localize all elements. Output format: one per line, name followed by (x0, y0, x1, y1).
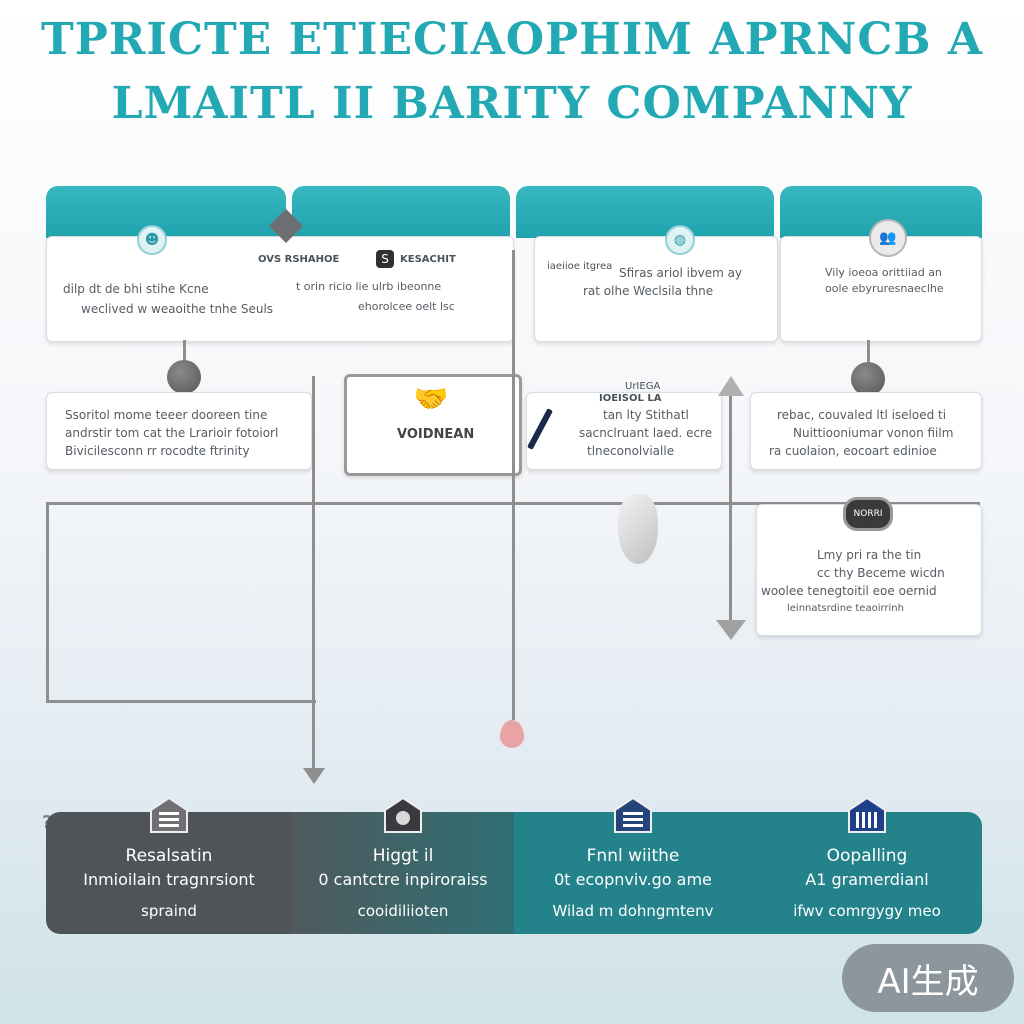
middle-card-3: UrIEGA IOEISOL LA tan lty Stithatl sacnc… (526, 381, 722, 470)
bottom-panel-2-line-1: Higgt il (372, 846, 434, 866)
globe-icon: ◍ (665, 225, 695, 255)
bottom-panel-3: Fnnl wiithe 0t ecopnviv.go ame Wilad m d… (514, 796, 752, 934)
connector-vertical-2 (512, 250, 515, 720)
location-pin-icon-1 (167, 360, 201, 394)
top-card-4-line-1: Vily ioeoa orittiiad an (825, 266, 942, 279)
bottom-panel-4-line-1: Oopalling (826, 846, 908, 866)
top-card-1-line-1: dilp dt de bhi stihe Kcne (63, 282, 209, 296)
arrow-up-icon (718, 376, 744, 396)
bottom-panel-1-line-2: Inmioilain tragnrsiont (83, 870, 255, 889)
bottom-panel-3-line-1: Fnnl wiithe (586, 846, 680, 866)
middle-card-3-line-3: sacnclruant laed. ecre (579, 426, 713, 440)
right-card-line-4: leinnatsrdine teaoirrinh (787, 603, 904, 614)
middle-card-1-line-2: andrstir tom cat the Lrarioir fotoiorl (65, 426, 279, 440)
top-card-2-content: OVS RSHAHOE S KESACHIT t orin ricio lie … (254, 248, 504, 328)
bottom-panel-2-line-2: 0 cantctre inpiroraiss (318, 870, 488, 889)
middle-card-3-line-2: tan lty Stithatl (603, 408, 689, 422)
middle-card-4-line-3: ra cuolaion, eocoart edinioe (769, 444, 937, 458)
bottom-panel-4: Oopalling A1 gramerdianl ifwv comrgygy m… (752, 796, 982, 934)
right-card-line-1: Lmy pri ra the tin (817, 548, 922, 562)
pen-icon (527, 408, 553, 450)
bottom-panel-2-line-3: cooidiliioten (357, 902, 449, 920)
right-card: NORRI Lmy pri ra the tin cc thy Beceme w… (756, 497, 982, 636)
top-card-3-label: iaeiioe itgrea (547, 261, 613, 272)
middle-card-3-line-0: UrIEGA (625, 381, 661, 392)
header-bar-3 (516, 186, 774, 238)
top-card-2-line-1: t orin ricio lie ulrb ibeonne (296, 280, 442, 293)
top-card-3: iaeiioe itgrea ◍ Sfiras ariol ibvem ay r… (534, 225, 778, 342)
title-line-2: LMAITL II BARITY COMPANNY (111, 78, 913, 129)
middle-card-4-line-2: Nuittiooniumar vonon fiilm (793, 426, 954, 440)
middle-card-1: Ssoritol mome teeer dooreen tine andrsti… (46, 392, 312, 470)
arrow-down-icon-2 (716, 620, 746, 640)
mask-icon: ☻ (137, 225, 167, 255)
title-line-1: TPRICTE ETIECIAOPHIM APRNCB A (41, 14, 983, 65)
right-card-badge: NORRI (843, 497, 893, 531)
ai-generated-watermark: AI生成 (842, 944, 1014, 1012)
bottom-panel-1-line-1: Resalsatin (125, 846, 213, 866)
connector-vertical-1 (312, 376, 315, 772)
top-card-1: ☻ dilp dt de bhi stihe Kcne weclived w w… (46, 225, 514, 342)
location-pin-icon-2 (851, 362, 885, 396)
top-card-3-line-2: rat olhe Weclsila thne (583, 284, 714, 298)
top-card-4-line-2: oole ebyruresnaeclhe (825, 282, 944, 295)
middle-card-3-line-1: IOEISOL LA (599, 393, 662, 404)
pin-stem-1 (183, 340, 186, 362)
top-card-3-line-1: Sfiras ariol ibvem ay (619, 266, 743, 280)
connector-vertical-3 (729, 396, 732, 622)
bottom-panel-1-line-3: spraind (141, 902, 197, 920)
bottom-panel-4-line-2: A1 gramerdianl (805, 870, 929, 889)
right-card-badge-text: NORRI (853, 509, 883, 519)
middle-card-4: rebac, couvaled ltl iseloed ti Nuittioon… (750, 392, 982, 470)
header-bar-2 (292, 186, 510, 238)
house-icon-3 (614, 796, 652, 833)
bottom-panel-4-line-3: ifwv comrgygy meo (793, 902, 941, 920)
house-icon-2 (384, 796, 422, 833)
middle-card-3-line-4: tlneconolvialle (587, 444, 675, 458)
people-icon: 👥 (869, 219, 907, 257)
header-bar-1 (46, 186, 286, 238)
house-icon-1 (150, 796, 188, 833)
connector-left-bottom (46, 700, 316, 703)
top-card-4: 👥 Vily ioeoa orittiiad an oole ebyruresn… (780, 219, 982, 342)
middle-card-1-line-1: Ssoritol mome teeer dooreen tine (65, 408, 268, 422)
connector-left-frame (46, 502, 49, 702)
brand-icon: S (376, 250, 394, 268)
bottom-panel-1: Resalsatin Inmioilain tragnrsiont sprain… (46, 796, 292, 934)
bottom-panel-3-line-2: 0t ecopnviv.go ame (554, 870, 712, 889)
right-card-line-3: woolee tenegtoitil eoe oernid (761, 584, 937, 598)
middle-card-2-label: VOIDNEAN (397, 427, 475, 442)
bottom-panel-2: Higgt il 0 cantctre inpiroraiss cooidili… (292, 796, 514, 934)
arrow-down-icon-1 (303, 768, 325, 784)
right-card-line-2: cc thy Beceme wicdn (817, 566, 945, 580)
top-card-1-line-2: weclived w weaoithe tnhe Seuls (81, 302, 274, 316)
middle-card-4-line-1: rebac, couvaled ltl iseloed ti (777, 408, 947, 422)
house-icon-4 (848, 796, 886, 833)
top-card-2-line-2: ehorolcee oelt lsc (358, 300, 455, 313)
pin-stem-2 (867, 340, 870, 362)
middle-card-1-line-3: Bivicilesconn rr rocodte ftrinity (65, 444, 250, 458)
middle-card-2: 🤝 VOIDNEAN (344, 374, 522, 476)
top-card-2-badge-2: KESACHIT (400, 254, 456, 265)
bottom-panel-3-line-3: Wilad m dohngmtenv (552, 902, 714, 920)
handshake-icon: 🤝 (413, 382, 449, 415)
top-card-2-badge-1: OVS RSHAHOE (258, 254, 340, 265)
tooth-icon (618, 494, 658, 564)
drop-marker-icon (500, 720, 524, 748)
